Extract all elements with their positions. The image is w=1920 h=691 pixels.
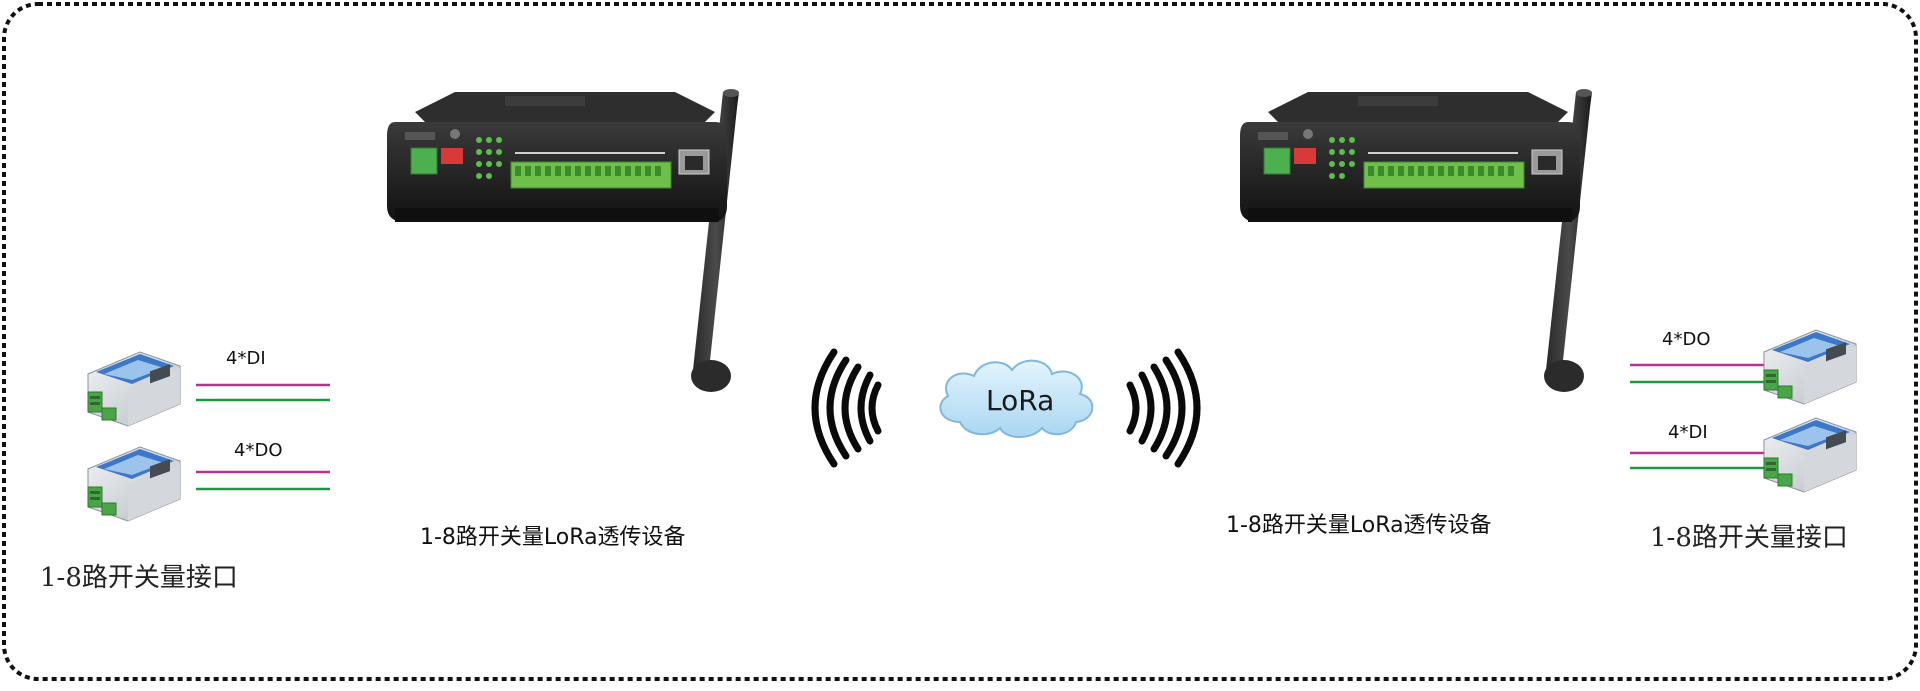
right-wave-icon: [1126, 348, 1201, 468]
right-signal-label-1: 4*DO: [1662, 329, 1710, 350]
right-signal-label-2: 4*DI: [1668, 422, 1708, 443]
left-device-label: 1-8路开关量LoRa透传设备: [420, 525, 686, 550]
right-sensor-2: [1763, 417, 1857, 493]
left-wires-do: [196, 470, 330, 491]
right-wires-do: [1630, 363, 1766, 384]
left-signal-label-2: 4*DO: [234, 440, 282, 461]
left-interface-label: 1-8路开关量接口: [40, 563, 238, 593]
left-wires-di: [196, 383, 330, 402]
cloud-label: LoRa: [986, 384, 1054, 417]
right-lora-device: [1239, 88, 1593, 393]
left-wave-icon: [811, 348, 882, 468]
left-lora-device: [386, 88, 740, 393]
lora-cloud: [939, 359, 1094, 438]
left-signal-label-1: 4*DI: [226, 348, 266, 369]
left-sensor-1: [87, 351, 181, 427]
right-device-label: 1-8路开关量LoRa透传设备: [1226, 513, 1492, 538]
right-interface-label: 1-8路开关量接口: [1650, 523, 1848, 553]
right-sensor-1: [1763, 329, 1857, 405]
right-wires-di: [1630, 451, 1766, 470]
left-sensor-2: [87, 446, 181, 522]
